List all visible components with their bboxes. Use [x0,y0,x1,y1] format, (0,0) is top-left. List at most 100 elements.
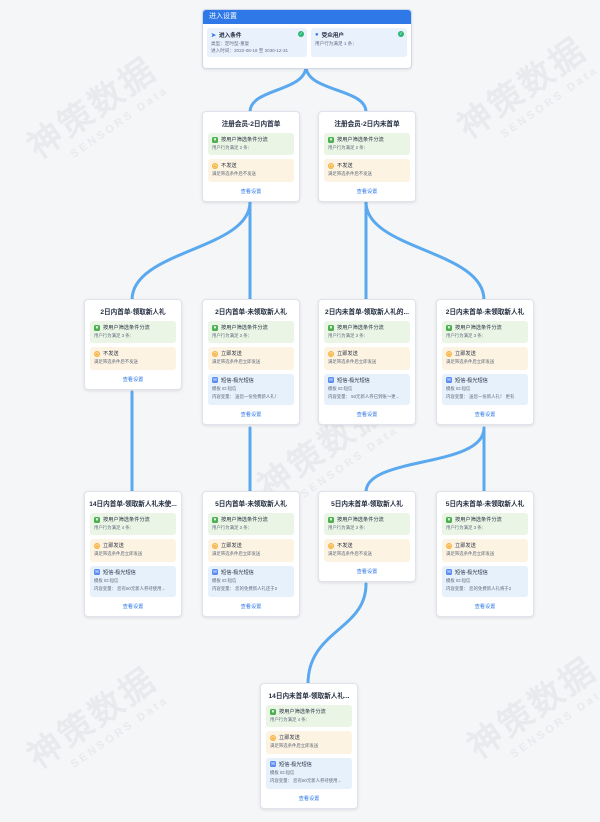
clock-icon: ◷ [328,350,334,357]
send-block[interactable]: ◷立即发送满足筛选条件后立即发送 [208,347,294,370]
view-settings-link[interactable]: 查看设置 [474,411,496,418]
sms-block[interactable]: ✉短信-极光短信模板 ID:短信内容变量： 您有50元新人券待使用... [90,565,176,597]
node-title: 2日内首单-领取新人礼 [100,309,166,316]
block-title: 立即发送 [221,351,242,358]
audience-title: 受众用户 [321,33,345,39]
block-subtitle: 满足筛选条件后立即发送 [328,359,377,365]
block-subtitle: 模板 ID:短信 [94,577,119,583]
node-title: 5日内首单-未领取新人礼 [215,501,287,508]
send-block[interactable]: ◷立即发送满足筛选条件后立即发送 [208,539,294,562]
flow-node-card[interactable]: 14日内首单-领取新人礼未使... ▼按用户筛选条件分流用户行为满足 4 条： ◷立… [84,491,182,617]
flow-node-card[interactable]: 5日内首单-未领取新人礼 ▼按用户筛选条件分流用户行为满足 3 条： ◷立即发送满足… [202,491,300,617]
view-settings-link[interactable]: 查看设置 [122,603,144,610]
node-title: 2日内未首单-领取新人礼的... [325,309,409,316]
block-content-variable: 内容变量： 送您一份免费新人礼！ [212,394,280,400]
message-icon: ✉ [446,569,452,576]
view-settings-link[interactable]: 查看设置 [356,411,378,418]
message-icon: ✉ [212,569,218,576]
message-icon: ✉ [212,377,218,384]
clock-icon: ◷ [446,542,452,549]
send-block[interactable]: ◷立即发送满足筛选条件后立即发送 [442,539,528,562]
view-settings-link[interactable]: 查看设置 [240,603,262,610]
node-title: 2日内首单-未领取新人礼 [215,309,287,316]
send-block[interactable]: ◷立即发送满足筛选条件后立即发送 [442,347,528,370]
sms-block[interactable]: ✉短信-极光短信模板 ID:短信内容变量： 您的免费新人礼将于2 [442,565,528,597]
block-subtitle: 满足筛选条件后立即发送 [446,359,495,365]
filter-block[interactable]: ▼按用户筛选条件分流用户行为满足 4 条： [266,705,352,728]
sms-block[interactable]: ✉短信-极光短信模板 ID:短信内容变量： 您有50元新人券待使用... [266,757,352,789]
view-settings-link[interactable]: 查看设置 [356,188,378,195]
block-title: 立即发送 [103,543,124,550]
block-title: 短信-极光短信 [337,377,370,384]
block-subtitle: 模板 ID:短信 [270,769,295,775]
clock-icon: ◷ [94,350,100,357]
send-block[interactable]: ◷立即发送满足筛选条件后立即发送 [90,539,176,562]
flow-node-card[interactable]: 5日内未首单-领取新人礼▼按用户筛选条件分流用户行为满足 3 条：◷不发送满足筛… [318,491,416,582]
filter-block[interactable]: ▼按用户筛选条件分流用户行为满足 3 条： [208,513,294,536]
funnel-icon: ▼ [94,324,100,331]
view-settings-link[interactable]: 查看设置 [122,376,144,383]
filter-block[interactable]: ▼按用户筛选条件分流用户行为满足 2 条： [208,133,294,156]
send-block[interactable]: ◷不发送满足筛选条件后不发送 [324,159,410,182]
block-title: 按用户筛选条件分流 [221,325,268,331]
send-block[interactable]: ◷不发送满足筛选条件后不发送 [90,347,176,370]
block-subtitle: 用户行为满足 2 条： [328,145,369,150]
node-title: 14日内未首单-领取新人礼... [268,693,350,700]
send-block[interactable]: ◷不发送满足筛选条件后不发送 [324,539,410,562]
flow-node-card[interactable]: 注册会员-2日内首单▼按用户筛选条件分流用户行为满足 2 条：◷不发送满足筛选条… [202,111,300,202]
send-block[interactable]: ◷不发送满足筛选条件后不发送 [208,159,294,182]
entry-settings-card[interactable]: 进入设置 ➤进入条件 类型：定时型-重复进入时间：2022-08-18 至 20… [202,9,412,69]
view-settings-link[interactable]: 查看设置 [356,568,378,575]
node-title: 14日内首单-领取新人礼未使... [89,501,177,508]
funnel-icon: ▼ [328,136,334,143]
view-settings-link[interactable]: 查看设置 [240,188,262,195]
send-block[interactable]: ◷立即发送满足筛选条件后立即发送 [266,731,352,754]
block-title: 短信-极光短信 [455,377,488,384]
entry-condition-box[interactable]: ➤进入条件 类型：定时型-重复进入时间：2022-08-18 至 2030-12… [207,28,307,58]
flow-node-card[interactable]: 2日内首单-领取新人礼 ▼按用户筛选条件分流用户行为满足 3 条： ◷不发送满足筛选… [84,299,182,390]
sms-block[interactable]: ✉短信-极光短信模板 ID:短信内容变量： 您的免费新人礼还于2 [208,565,294,597]
view-settings-link[interactable]: 查看设置 [298,795,320,802]
sms-block[interactable]: ✉短信-极光短信模板 ID:短信内容变量： 50元新人券已到账～更... [324,373,410,405]
block-title: 立即发送 [337,351,358,358]
block-title: 按用户筛选条件分流 [455,517,502,523]
sms-block[interactable]: ✉短信-极光短信模板 ID:短信内容变量： 送您一份新人礼！ 更有 [442,373,528,405]
filter-block[interactable]: ▼按用户筛选条件分流用户行为满足 3 条： [442,321,528,344]
filter-block[interactable]: ▼按用户筛选条件分流用户行为满足 3 条： [442,513,528,536]
block-subtitle: 用户行为满足 4 条： [94,525,135,530]
filter-block[interactable]: ▼按用户筛选条件分流用户行为满足 3 条： [324,321,410,344]
flow-node-card[interactable]: 14日内未首单-领取新人礼... ▼按用户筛选条件分流用户行为满足 4 条： ◷立即… [260,683,358,809]
block-subtitle: 用户行为满足 3 条： [94,333,135,338]
node-title: 5日内未首单-未领取新人礼 [445,501,525,508]
block-title: 按用户筛选条件分流 [221,517,268,523]
filter-block[interactable]: ▼按用户筛选条件分流用户行为满足 2 条： [324,133,410,156]
view-settings-link[interactable]: 查看设置 [474,603,496,610]
block-subtitle: 模板 ID:短信 [212,577,237,583]
funnel-icon: ▼ [446,324,452,331]
block-subtitle: 用户行为满足 2 条： [212,145,253,150]
flow-node-card[interactable]: 5日内未首单-未领取新人礼 ▼按用户筛选条件分流用户行为满足 3 条： ◷立即发送满… [436,491,534,617]
funnel-icon: ▼ [212,516,218,523]
sms-block[interactable]: ✉短信-极光短信模板 ID:短信内容变量： 送您一份免费新人礼！ [208,373,294,405]
flow-node-card[interactable]: 2日内首单-未领取新人礼 ▼按用户筛选条件分流用户行为满足 3 条： ◷立即发送满足… [202,299,300,425]
funnel-icon: ▼ [212,324,218,331]
block-subtitle: 模板 ID:短信 [446,385,471,391]
block-subtitle: 模板 ID:短信 [328,385,353,391]
filter-block[interactable]: ▼按用户筛选条件分流用户行为满足 3 条： [208,321,294,344]
filter-block[interactable]: ▼按用户筛选条件分流用户行为满足 4 条： [90,513,176,536]
audience-box[interactable]: ●受众用户 用户行为满足 1 条： ✓ [311,28,407,58]
send-block[interactable]: ◷立即发送满足筛选条件后立即发送 [324,347,410,370]
filter-block[interactable]: ▼按用户筛选条件分流用户行为满足 3 条： [324,513,410,536]
block-content-variable: 内容变量： 您有50元新人券待使用... [270,778,342,784]
filter-block[interactable]: ▼按用户筛选条件分流用户行为满足 3 条： [90,321,176,344]
block-content-variable: 内容变量： 您有50元新人券待使用... [94,586,166,592]
view-settings-link[interactable]: 查看设置 [240,411,262,418]
flow-node-card[interactable]: 2日内未首单-领取新人礼的... ▼按用户筛选条件分流用户行为满足 3 条： ◷立即… [318,299,416,425]
flow-node-card[interactable]: 注册会员-2日内未首单▼按用户筛选条件分流用户行为满足 2 条：◷不发送满足筛选… [318,111,416,202]
block-title: 按用户筛选条件分流 [455,325,502,331]
flow-node-card[interactable]: 2日内未首单-未领取新人礼▼按用户筛选条件分流用户行为满足 3 条：◷立即发送满… [436,299,534,425]
entry-settings-header: 进入设置 [203,10,411,24]
send-plane-icon: ➤ [211,32,217,39]
